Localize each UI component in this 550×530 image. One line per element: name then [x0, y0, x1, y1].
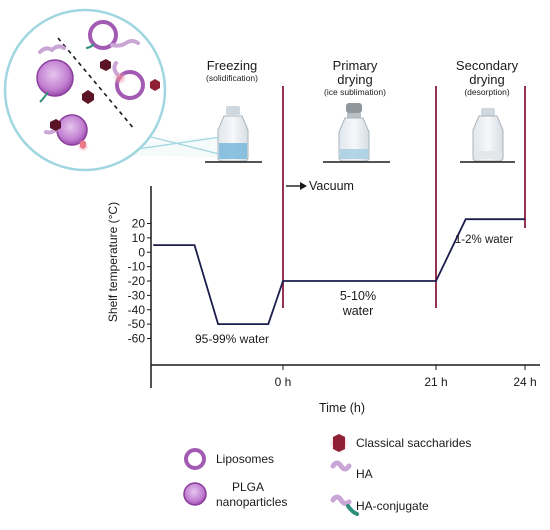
liposome — [88, 20, 118, 50]
x-ticks: 0 h 21 h 24 h — [275, 365, 537, 389]
y-tick-label: 20 — [132, 217, 146, 231]
y-tick-label: -60 — [128, 332, 146, 346]
saccharide-hexagon — [82, 90, 94, 104]
legend-liposomes: Liposomes — [216, 452, 274, 466]
x-tick-label: 21 h — [424, 375, 447, 389]
ha-chain — [38, 44, 66, 54]
legend: Liposomes PLGA nanoparticles Classical s… — [183, 433, 471, 516]
phase-primary-title-1: Primary — [333, 58, 378, 73]
phase-secondary-subtitle: (desorption) — [464, 87, 510, 97]
phase-secondary-title-1: Secondary — [456, 58, 519, 73]
dashed-divider — [57, 37, 136, 131]
phase-freezing-title: Freezing — [207, 58, 258, 73]
vacuum-arrow-head — [300, 182, 307, 190]
vial-freezing — [205, 106, 262, 163]
y-tick-label: -10 — [128, 260, 146, 274]
phase-primary-subtitle: (ice sublimation) — [324, 87, 386, 97]
zoom-illustration — [3, 8, 236, 172]
ha-conjugate-icon — [330, 494, 352, 507]
saccharide-icon — [333, 434, 345, 452]
saccharide-hexagon — [80, 140, 86, 149]
phase-primary-title-2: drying — [337, 72, 372, 87]
legend-plga-1: PLGA — [232, 480, 264, 494]
conjugate-tail — [85, 43, 95, 49]
plga-particle — [36, 59, 74, 97]
saccharide-hexagon — [100, 59, 111, 71]
zoom-funnel — [115, 135, 235, 158]
y-tick-label: 10 — [132, 231, 146, 245]
conjugate-tail — [39, 91, 49, 103]
vacuum-label: Vacuum — [309, 179, 354, 193]
annotation-primary-water-1: 5-10% — [340, 289, 376, 303]
legend-ha-conjugate: HA-conjugate — [356, 499, 429, 513]
ha-icon — [330, 460, 352, 472]
y-tick-label: -30 — [128, 288, 146, 302]
vial-primary — [323, 103, 390, 163]
conjugate-tail-icon — [346, 504, 359, 516]
x-tick-label: 0 h — [275, 375, 292, 389]
ha-chain — [110, 39, 140, 48]
annotation-freezing-water: 95-99% water — [195, 332, 269, 346]
legend-ha: HA — [356, 467, 373, 481]
liposome-icon — [184, 448, 206, 470]
annotation-secondary-water: 1-2% water — [455, 234, 513, 246]
x-axis-label: Time (h) — [319, 401, 365, 415]
saccharide-hexagon — [150, 79, 160, 91]
y-tick-label: -50 — [128, 317, 146, 331]
temperature-curve — [153, 218, 525, 325]
x-tick-label: 24 h — [513, 375, 536, 389]
plga-icon — [183, 482, 207, 506]
legend-plga-2: nanoparticles — [216, 495, 287, 509]
saccharide-glow — [113, 71, 127, 85]
phase-secondary-title-2: drying — [469, 72, 504, 87]
y-tick-label: -40 — [128, 303, 146, 317]
saccharide-hexagon — [50, 119, 61, 131]
phase-freezing-subtitle: (solidification) — [206, 73, 258, 83]
y-tick-label: 0 — [138, 245, 145, 259]
y-tick-label: -20 — [128, 274, 146, 288]
legend-saccharides: Classical saccharides — [356, 436, 471, 450]
y-axis-label: Shelf temperature (°C) — [106, 202, 120, 322]
annotation-primary-water-2: water — [342, 304, 374, 318]
vial-secondary — [460, 108, 515, 163]
